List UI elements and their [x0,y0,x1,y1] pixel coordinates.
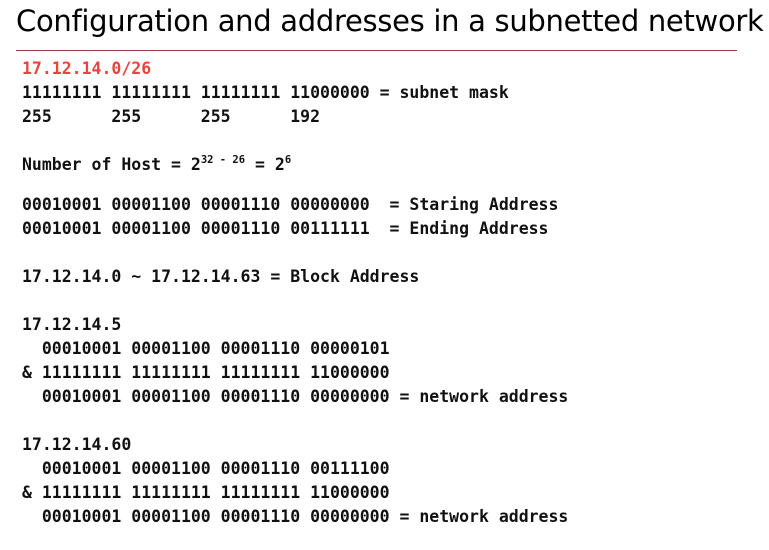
example-ip: 17.12.14.60 [22,435,132,454]
example-ip: 17.12.14.5 [22,315,122,334]
example-mask-and: & 11111111 11111111 11111111 11000000 [22,483,390,502]
subnet-mask-decimal: 255 255 255 192 [22,107,321,126]
starting-address: 00010001 00001100 00001110 00000000 = St… [22,195,559,214]
example-network-address: 00010001 00001100 00001110 00000000 = ne… [22,507,569,526]
host-count-result-exponent: 6 [284,154,292,166]
title-divider [16,50,737,51]
example-ip-binary: 00010001 00001100 00001110 00000101 [22,339,390,358]
cidr-notation: 17.12.14.0/26 [22,59,152,78]
example-ip-binary: 00010001 00001100 00001110 00111100 [22,459,390,478]
example-mask-and: & 11111111 11111111 11111111 11000000 [22,363,390,382]
subnet-mask-binary: 11111111 11111111 11111111 11000000 = su… [22,83,509,102]
ending-address: 00010001 00001100 00001110 00111111 = En… [22,219,549,238]
host-count-line: Number of Host = 232 - 26 = 26 [22,153,291,177]
block-address: 17.12.14.0 ~ 17.12.14.63 = Block Address [22,267,420,286]
host-count-prefix: Number of Host = 2 [22,155,201,174]
host-count-exponent: 32 - 26 [200,154,246,166]
host-count-equals: = 2 [245,155,285,174]
example-network-address: 00010001 00001100 00001110 00000000 = ne… [22,387,569,406]
slide-title: Configuration and addresses in a subnett… [16,4,764,38]
